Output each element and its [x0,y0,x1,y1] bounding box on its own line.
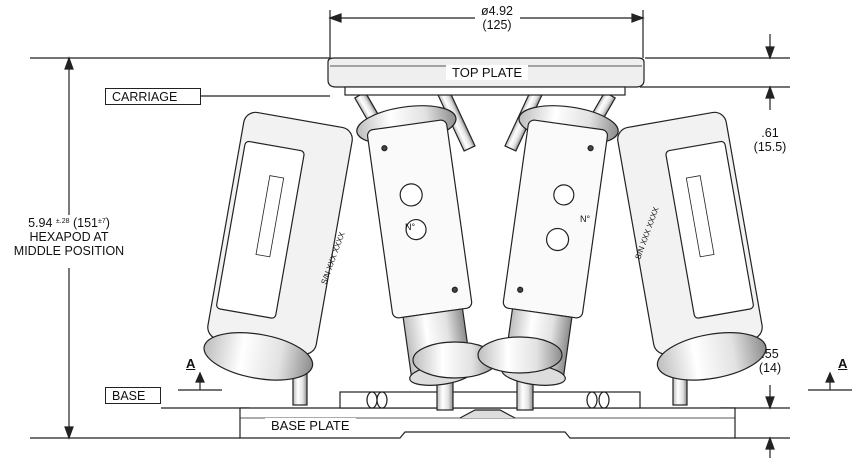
overall-height-line3: MIDDLE POSITION [13,244,125,258]
top-diameter-mm: (125) [482,18,512,32]
dimension-lines [30,10,852,458]
base-height-dimension: .55 (14) [745,347,795,375]
carriage-height-value: .61 [761,126,779,140]
overall-height-mm-close: ) [105,216,110,230]
logo-label-left: N° [405,222,415,232]
base-label: BASE [105,387,161,404]
actuator-outer-left [203,111,353,381]
top-diameter-value: ø4.92 [481,4,513,18]
overall-height-mm-tolerance: ±7 [98,218,106,225]
carriage-height-mm: (15.5) [753,140,787,154]
base-height-mm: (14) [758,361,782,375]
overall-height-tolerance: ±.28 [55,218,70,225]
section-mark-right: A [838,356,848,371]
overall-height-mm: (151 [72,216,98,230]
carriage-label: CARRIAGE [105,88,201,105]
overall-height-value: 5.94 [28,216,53,230]
overall-height-line2: HEXAPOD AT [29,230,109,244]
actuator-outer-right [617,111,767,381]
overall-height-line1: 5.94 ±.28 (151±7) [0,216,138,230]
base-plate-label: BASE PLATE [265,418,356,433]
hexapod-struts [203,81,767,411]
top-diameter-dimension: ø4.92 (125) [452,4,542,32]
section-mark-left: A [186,356,196,371]
carriage-height-dimension: .61 (15.5) [745,126,795,154]
actuator-center-left [356,105,474,386]
overall-height-dimension: 5.94 ±.28 (151±7) HEXAPOD AT MIDDLE POSI… [0,216,138,258]
base-height-value: .55 [761,347,779,361]
top-plate-label: TOP PLATE [446,65,529,80]
logo-label-right: N° [580,214,590,224]
